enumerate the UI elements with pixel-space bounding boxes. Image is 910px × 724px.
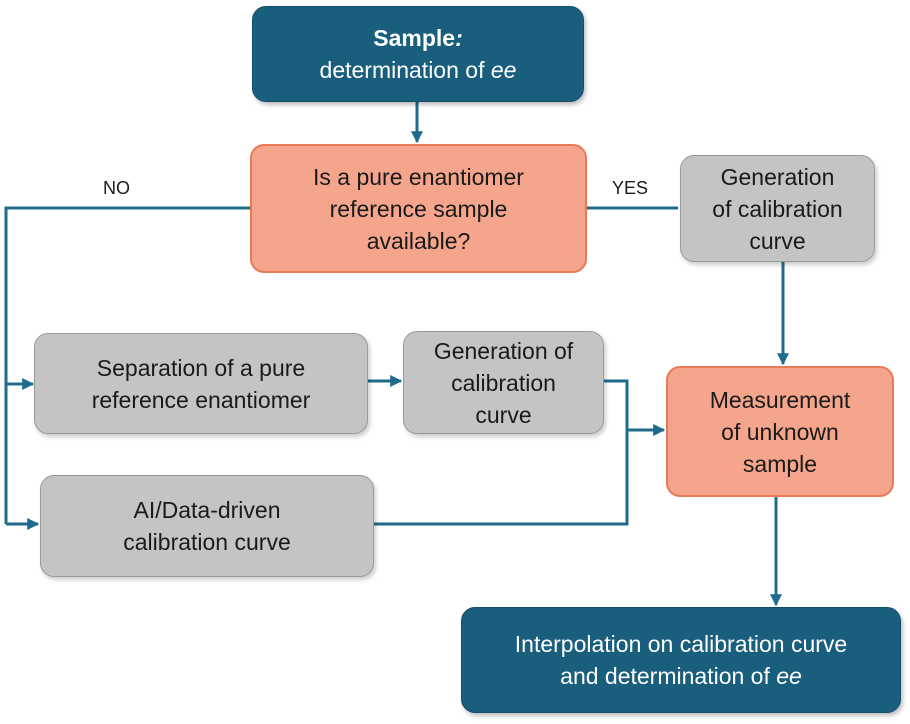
measurement-box: Measurement of unknown sample — [666, 366, 894, 497]
ai-line-1: AI/Data-driven — [133, 497, 281, 523]
ai-calibration-box: AI/Data-driven calibration curve — [40, 475, 374, 577]
measurement-line-1: Measurement — [709, 386, 851, 413]
decision-line-1: Is a pure enantiomer — [313, 163, 524, 190]
interpolation-line-2-italic: ee — [776, 663, 802, 689]
separation-box: Separation of a pure reference enantiome… — [34, 333, 368, 434]
measurement-line-2: of unknown — [721, 418, 839, 445]
sample-subtitle-italic: ee — [490, 57, 517, 83]
calibration-yes-line-2: of calibration — [712, 195, 843, 222]
measurement-line-3: sample — [742, 450, 818, 477]
interpolation-line-2-text: and determination of — [560, 663, 777, 689]
calibration-yes-line-3: curve — [749, 227, 806, 254]
calibration-no-line-1: Generation of — [433, 337, 574, 364]
separation-line-1: Separation of a pure — [96, 354, 306, 381]
no-label: NO — [103, 178, 130, 198]
calibration-no-box: Generation of calibration curve — [403, 331, 604, 434]
sample-subtitle-text: determination of — [319, 57, 491, 83]
calibration-yes-line-1: Generation — [720, 163, 835, 190]
calibration-no-line-2: calibration — [451, 369, 556, 396]
sample-title-text: Sample — [373, 25, 456, 51]
interpolation-end-box: Interpolation on calibration curve and d… — [461, 607, 901, 713]
sample-title: Sample: — [373, 22, 463, 54]
decision-line-2: reference sample — [329, 195, 508, 222]
calibration-yes-box: Generation of calibration curve — [680, 155, 875, 262]
separation-line-2: reference enantiomer — [91, 386, 311, 413]
line-calibration-to-merge — [374, 379, 629, 526]
decision-box: Is a pure enantiomer reference sample av… — [250, 144, 587, 273]
interpolation-line-1: Interpolation on calibration curve — [514, 631, 848, 657]
calibration-no-line-3: curve — [475, 401, 532, 428]
ai-line-2: calibration curve — [123, 529, 291, 555]
interpolation-line-2: and determination of ee — [560, 660, 802, 692]
sample-subtitle: determination of ee — [320, 54, 517, 86]
sample-title-colon: : — [455, 25, 463, 51]
line-decision-no — [4, 206, 250, 524]
decision-line-3: available? — [366, 227, 471, 254]
sample-start-box: Sample: determination of ee — [252, 6, 584, 102]
yes-label: YES — [612, 178, 649, 198]
